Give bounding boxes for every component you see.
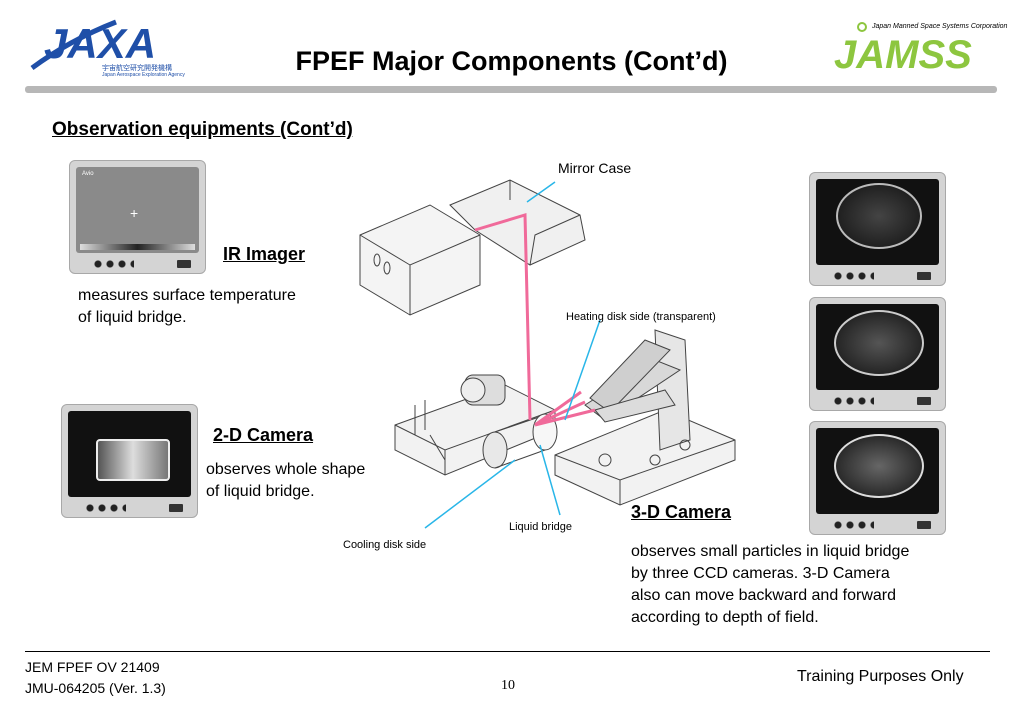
liquid-bridge-label: Liquid bridge: [509, 521, 572, 533]
svg-text:JAMSS: JAMSS: [834, 33, 972, 75]
heating-disk-label: Heating disk side (transparent): [566, 311, 716, 323]
camera-2d-label: 2-D Camera: [213, 425, 314, 445]
camera-2d-monitor: [61, 404, 198, 518]
camera-3d-monitor-3: [809, 421, 946, 535]
mirror-case-label: Mirror Case: [558, 160, 632, 176]
header-divider: [25, 86, 997, 93]
camera-3d-label: 3-D Camera: [631, 502, 732, 522]
ir-imager-label: IR Imager: [223, 244, 306, 264]
camera-3d-monitor-2: [809, 297, 946, 411]
camera-3d-desc-line1: observes small particles in liquid bridg…: [631, 543, 910, 560]
camera-2d-desc-line1: observes whole shape: [206, 461, 366, 478]
section-title: Observation equipments (Cont’d): [52, 119, 353, 140]
fpef-equipment-diagram: [355, 160, 755, 540]
jaxa-logo: JAXA 宇宙航空研究開発機構 Japan Aerospace Explorat…: [30, 10, 185, 82]
page-number: 10: [501, 678, 515, 693]
jamss-logo: JAMSS Japan Manned Space Systems Corpora…: [828, 20, 1007, 75]
camera-3d-desc-line2: by three CCD cameras. 3-D Camera: [631, 565, 890, 582]
footer-divider: [25, 651, 990, 652]
ir-imager-desc-line2: of liquid bridge.: [78, 309, 187, 326]
jamss-logo-subtext: Japan Manned Space Systems Corporation: [872, 23, 1008, 30]
jaxa-logo-subtext-en: Japan Aerospace Exploration Agency: [102, 72, 185, 78]
svg-text:JAXA: JAXA: [44, 20, 156, 67]
page-title: FPEF Major Components (Cont’d): [295, 46, 728, 76]
camera-3d-monitor-1: [809, 172, 946, 286]
camera-3d-desc-line3: also can move backward and forward: [631, 587, 897, 604]
footer-doc-version: JMU-064205 (Ver. 1.3): [25, 680, 166, 696]
cooling-disk-label: Cooling disk side: [343, 539, 427, 551]
jaxa-logo-subtext-jp: 宇宙航空研究開発機構: [102, 65, 172, 72]
camera-2d-desc-line2: of liquid bridge.: [206, 483, 315, 500]
footer-doc-id: JEM FPEF OV 21409: [25, 659, 160, 675]
ir-imager-monitor: Avio +: [69, 160, 206, 274]
camera-3d-desc-line4: according to depth of field.: [631, 609, 819, 626]
footer-notice: Training Purposes Only: [797, 668, 964, 685]
ir-imager-desc-line1: measures surface temperature: [78, 287, 296, 304]
